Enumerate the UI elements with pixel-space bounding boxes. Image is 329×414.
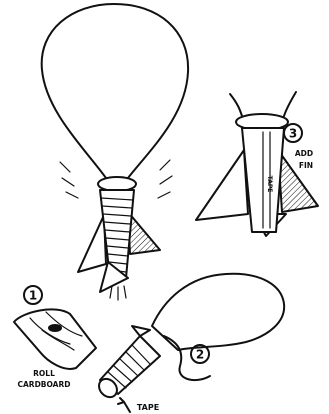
cone-inner-shadow <box>48 324 62 332</box>
main-balloon-rocket <box>42 4 188 300</box>
left-fin <box>78 215 106 272</box>
exhaust-marks <box>110 286 126 300</box>
step-3-add-fin: TAPE 3 ADD FIN <box>196 92 318 236</box>
motion-lines-right <box>158 160 172 198</box>
motion-lines-left <box>60 162 78 198</box>
balloon-stub-left <box>230 94 242 116</box>
balloon-neck-collar <box>98 177 136 191</box>
step3-tape-label: TAPE <box>266 176 273 193</box>
step1-caption-line1: ROLL <box>33 369 55 378</box>
tape-callout-arrow <box>118 398 124 404</box>
right-fin <box>128 212 160 254</box>
step-1-roll-cardboard: 1 ROLL CARDBOARD <box>14 286 96 389</box>
balloon-stub-right <box>284 92 296 116</box>
step1-number: 1 <box>29 289 37 303</box>
deflated-balloon <box>152 274 284 350</box>
step2-fin <box>132 326 150 336</box>
tape-callout-line <box>124 402 130 412</box>
tape-callout-label: TAPE <box>137 403 159 412</box>
step3-caption-line1: ADD <box>295 149 313 158</box>
step1-caption-line2: CARDBOARD <box>17 380 70 389</box>
step3-left-fin <box>196 150 248 220</box>
step3-hatched-fin <box>278 150 318 212</box>
step2-number: 2 <box>196 348 204 362</box>
inflated-balloon <box>42 4 188 178</box>
step3-caption-line2: FIN <box>299 161 313 170</box>
step3-number: 3 <box>289 127 297 141</box>
step-2-attach-balloon: 2 TAPE <box>95 274 284 412</box>
